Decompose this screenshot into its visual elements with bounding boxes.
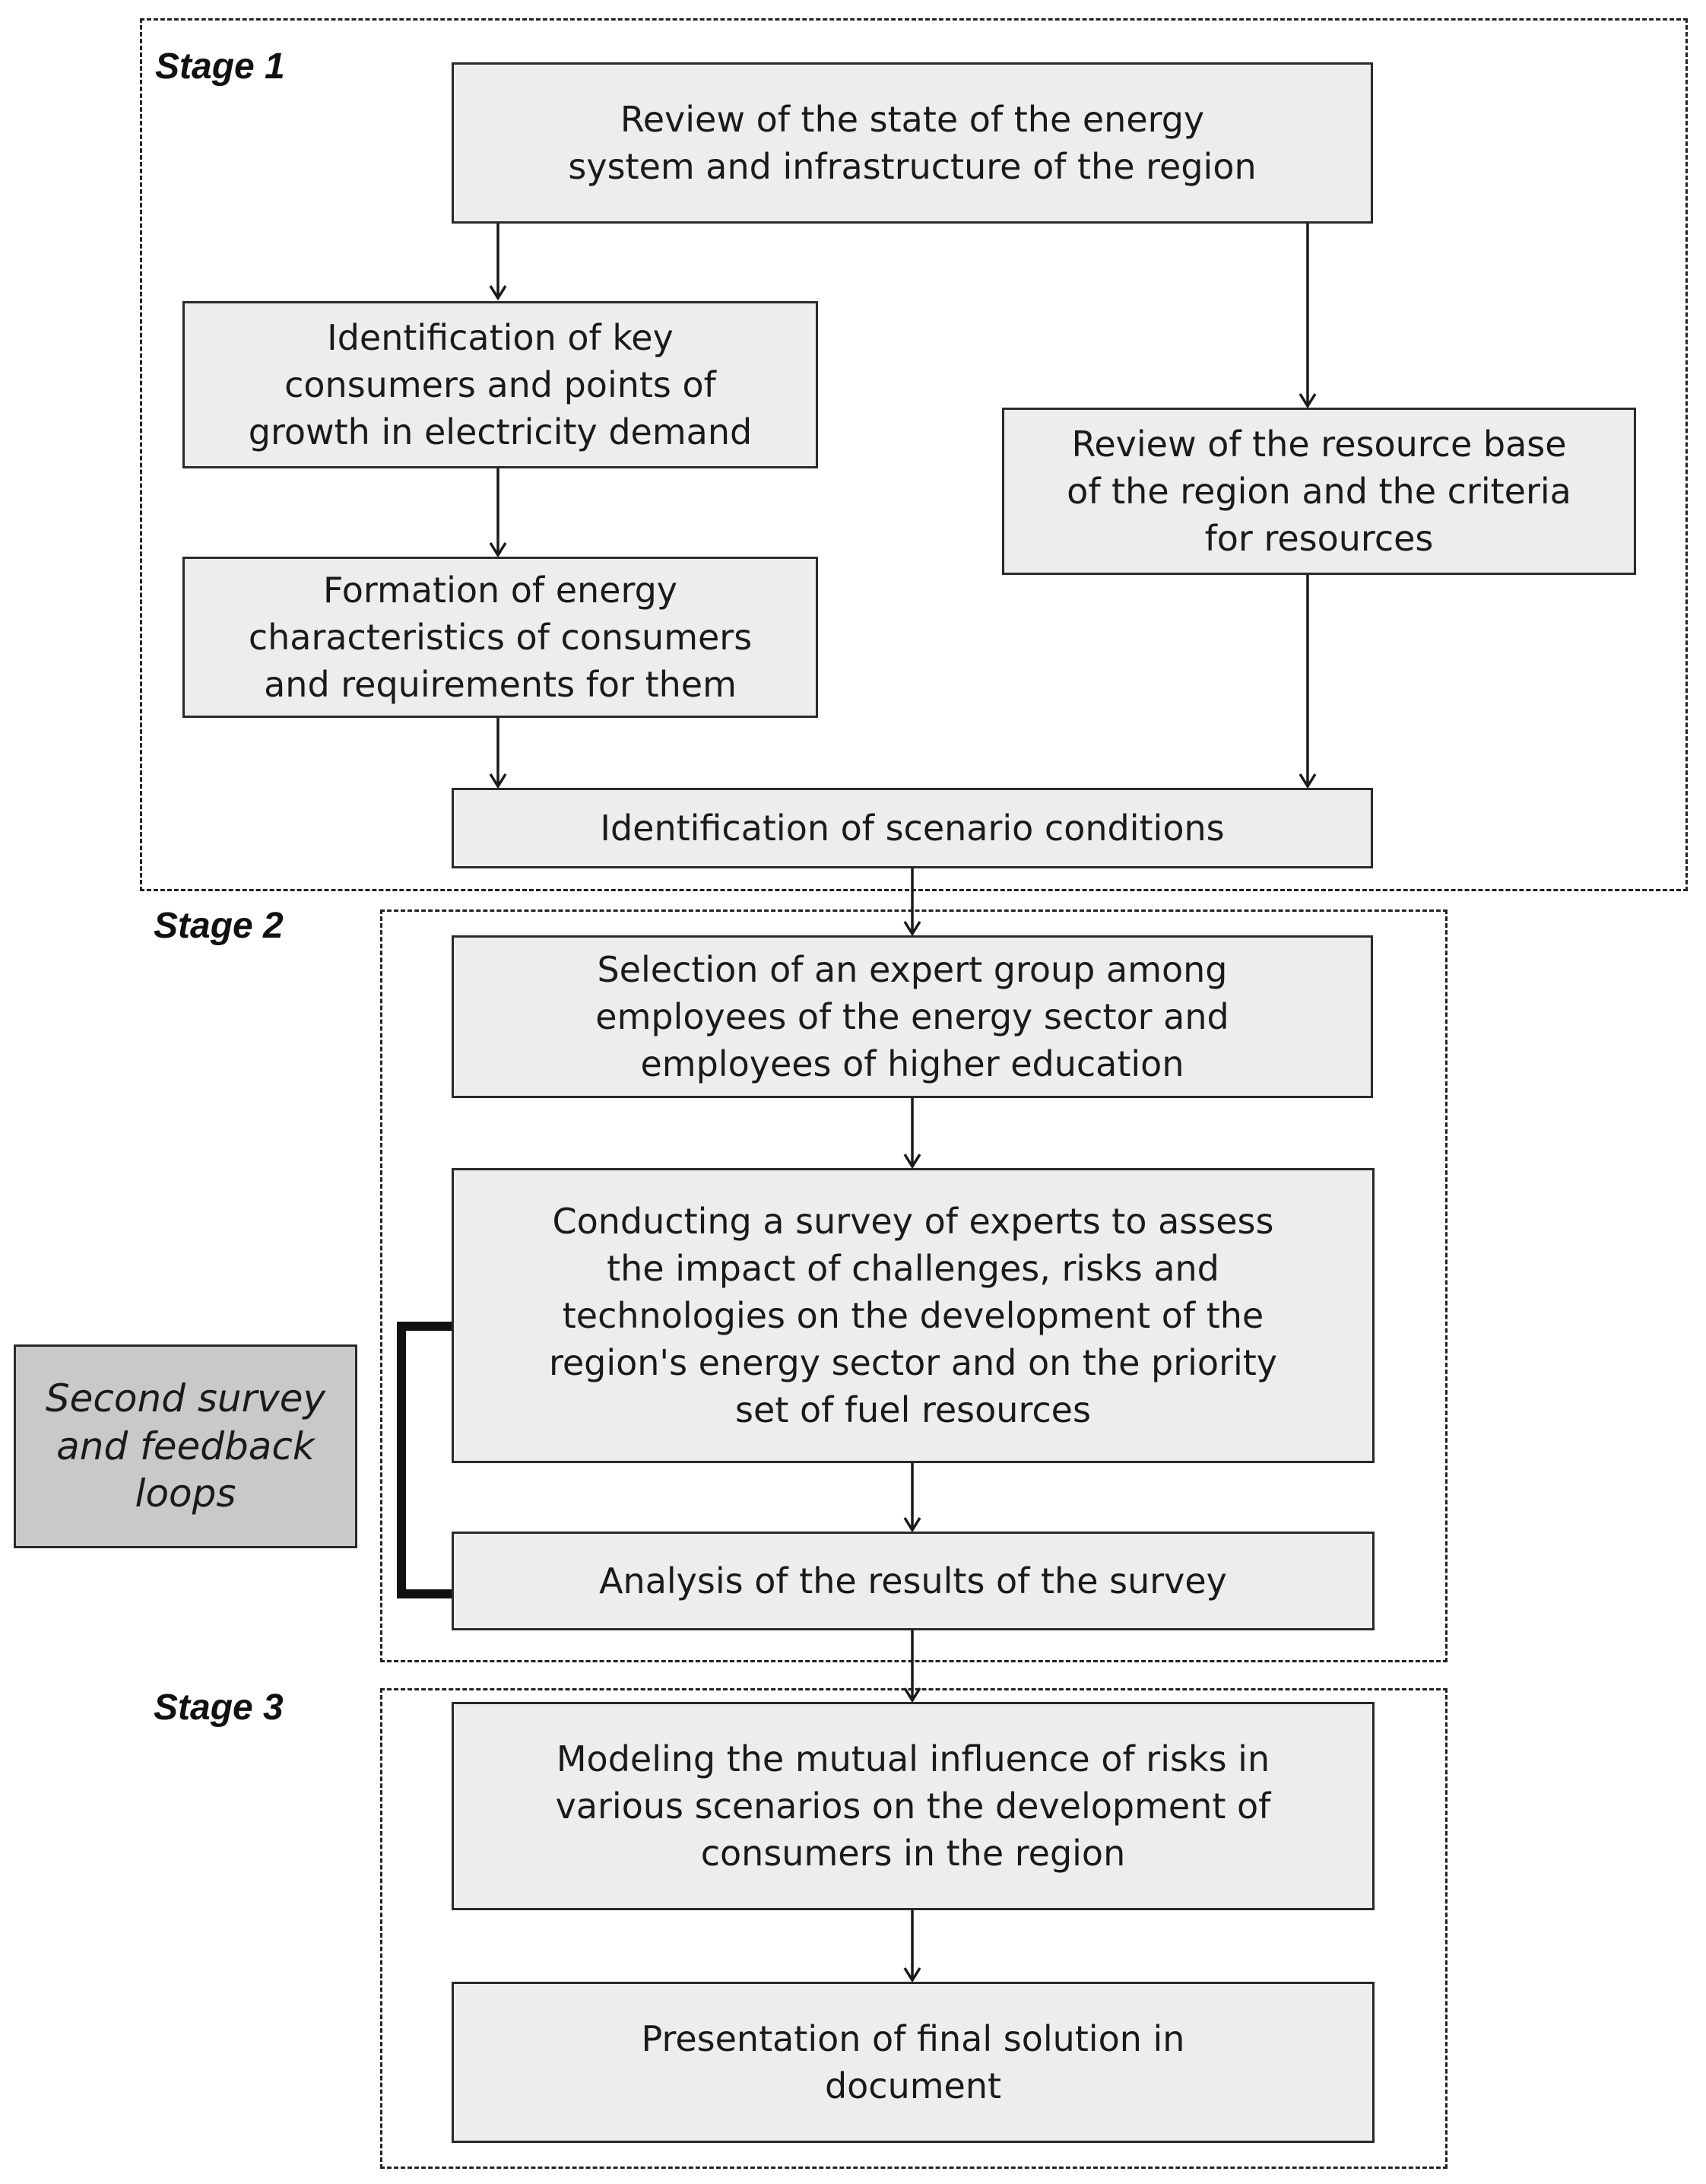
box-modeling-mutual-influence: Modeling the mutual influence of risks i… xyxy=(452,1702,1375,1910)
stage-2-frame xyxy=(380,909,1448,1662)
stage-1-frame xyxy=(140,18,1688,891)
box-identification-scenario-conditions: Identification of scenario conditions xyxy=(452,788,1373,868)
box-analysis-results: Analysis of the results of the survey xyxy=(452,1532,1375,1630)
box-formation-energy-characteristics: Formation of energy characteristics of c… xyxy=(182,557,818,718)
stage-3-label: Stage 3 xyxy=(154,1687,284,1728)
box-conducting-survey: Conducting a survey of experts to assess… xyxy=(452,1168,1375,1463)
stage-1-label: Stage 1 xyxy=(155,46,285,87)
box-second-survey-feedback: Second survey and feedback loops xyxy=(14,1344,357,1548)
box-review-resource-base: Review of the resource base of the regio… xyxy=(1002,408,1636,575)
stage-2-label: Stage 2 xyxy=(154,906,284,946)
box-identification-key-consumers: Identification of key consumers and poin… xyxy=(182,301,818,468)
box-selection-expert-group: Selection of an expert group among emplo… xyxy=(452,935,1373,1098)
box-presentation-final-solution: Presentation of final solution in docume… xyxy=(452,1982,1375,2143)
box-review-energy-system: Review of the state of the energy system… xyxy=(452,62,1373,224)
